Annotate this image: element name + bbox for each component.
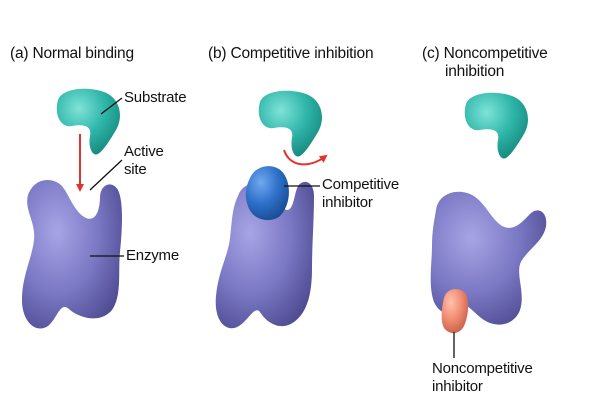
enzyme-a: [22, 179, 122, 329]
competitive-inhibitor-label-line2: inhibitor: [322, 194, 373, 211]
panel-c-title: (c) Noncompetitive inhibition: [422, 45, 548, 81]
leader-line-substrate: [100, 97, 123, 115]
noncompetitive-inhibitor-c: [441, 289, 469, 334]
panel-c-artwork: [430, 92, 547, 358]
panel-a-artwork: [22, 88, 124, 329]
active-site-label-line2: site: [124, 161, 147, 178]
panel-a-title: (a) Normal binding: [10, 45, 134, 62]
enzyme-label: Enzyme: [126, 247, 179, 264]
leader-line-active-site: [89, 159, 123, 191]
panel-b-artwork: [215, 90, 328, 329]
panel-c-title-line2: inhibition: [445, 63, 505, 80]
noncompetitive-inhibitor-label-line1: Noncompetitive: [432, 360, 533, 377]
panel-b-title: (b) Competitive inhibition: [208, 45, 374, 62]
competitive-inhibitor-label: Competitive inhibitor: [322, 176, 399, 212]
competitive-inhibitor-label-line1: Competitive: [322, 176, 399, 193]
panel-c-title-line1: (c) Noncompetitive: [422, 45, 548, 62]
substrate-label: Substrate: [124, 89, 187, 106]
substrate-c: [464, 92, 528, 159]
active-site-label-line1: Active: [124, 143, 164, 160]
enzyme-b: [215, 181, 314, 329]
substrate-b: [258, 90, 322, 157]
active-site-label: Active site: [124, 143, 164, 179]
competitive-inhibitor-b: [245, 166, 289, 221]
noncompetitive-inhibitor-label: Noncompetitive inhibitor: [432, 360, 533, 396]
substrate-a: [56, 88, 120, 155]
deflection-arrow-b: [283, 149, 328, 166]
noncompetitive-inhibitor-label-line2: inhibitor: [432, 378, 483, 395]
